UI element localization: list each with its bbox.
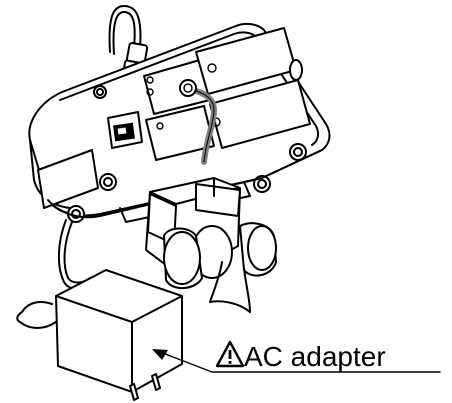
dc-input-jack-icon: [107, 111, 143, 149]
clamp-legs: [209, 261, 251, 313]
warning-triangle-icon: [215, 340, 245, 368]
ac-adapter-label: AC adapter: [244, 341, 386, 372]
side-panel: [37, 149, 99, 209]
ac-adapter: [16, 269, 183, 401]
internal-cable: [179, 79, 218, 165]
callout-leader: [152, 349, 441, 373]
clamp-knobs: [163, 222, 277, 289]
battery-compartments: [143, 27, 311, 161]
power-cable-loop: [108, 5, 142, 55]
